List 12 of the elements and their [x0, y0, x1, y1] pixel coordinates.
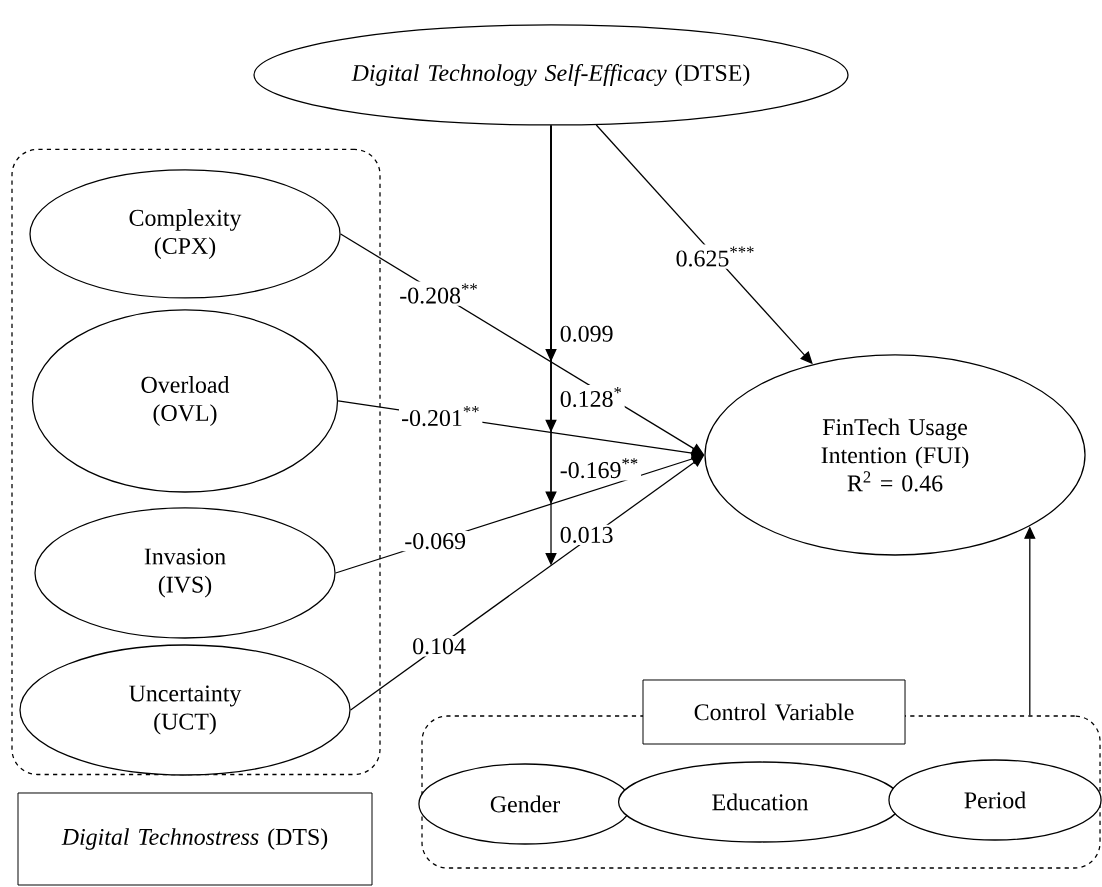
edge-label: -0.169$^{**}$	[557, 456, 642, 481]
edge-label: -0.201$^{**}$	[399, 403, 483, 429]
edge-label: 0.104	[410, 636, 469, 657]
edge-label: 0.625$^{***}$	[673, 244, 758, 269]
heading-box: Digital Technostress (DTS)	[17, 792, 373, 886]
edge-label: -0.069	[402, 530, 469, 552]
edge-label: 0.099	[557, 323, 616, 344]
edge-label: 0.128$^{*}$	[557, 384, 625, 410]
node-label: Period	[964, 791, 1026, 809]
edge-label: 0.013	[557, 524, 616, 546]
edge-label: -0.208$^{**}$	[397, 281, 481, 306]
heading-box: Control Variable	[642, 679, 906, 745]
